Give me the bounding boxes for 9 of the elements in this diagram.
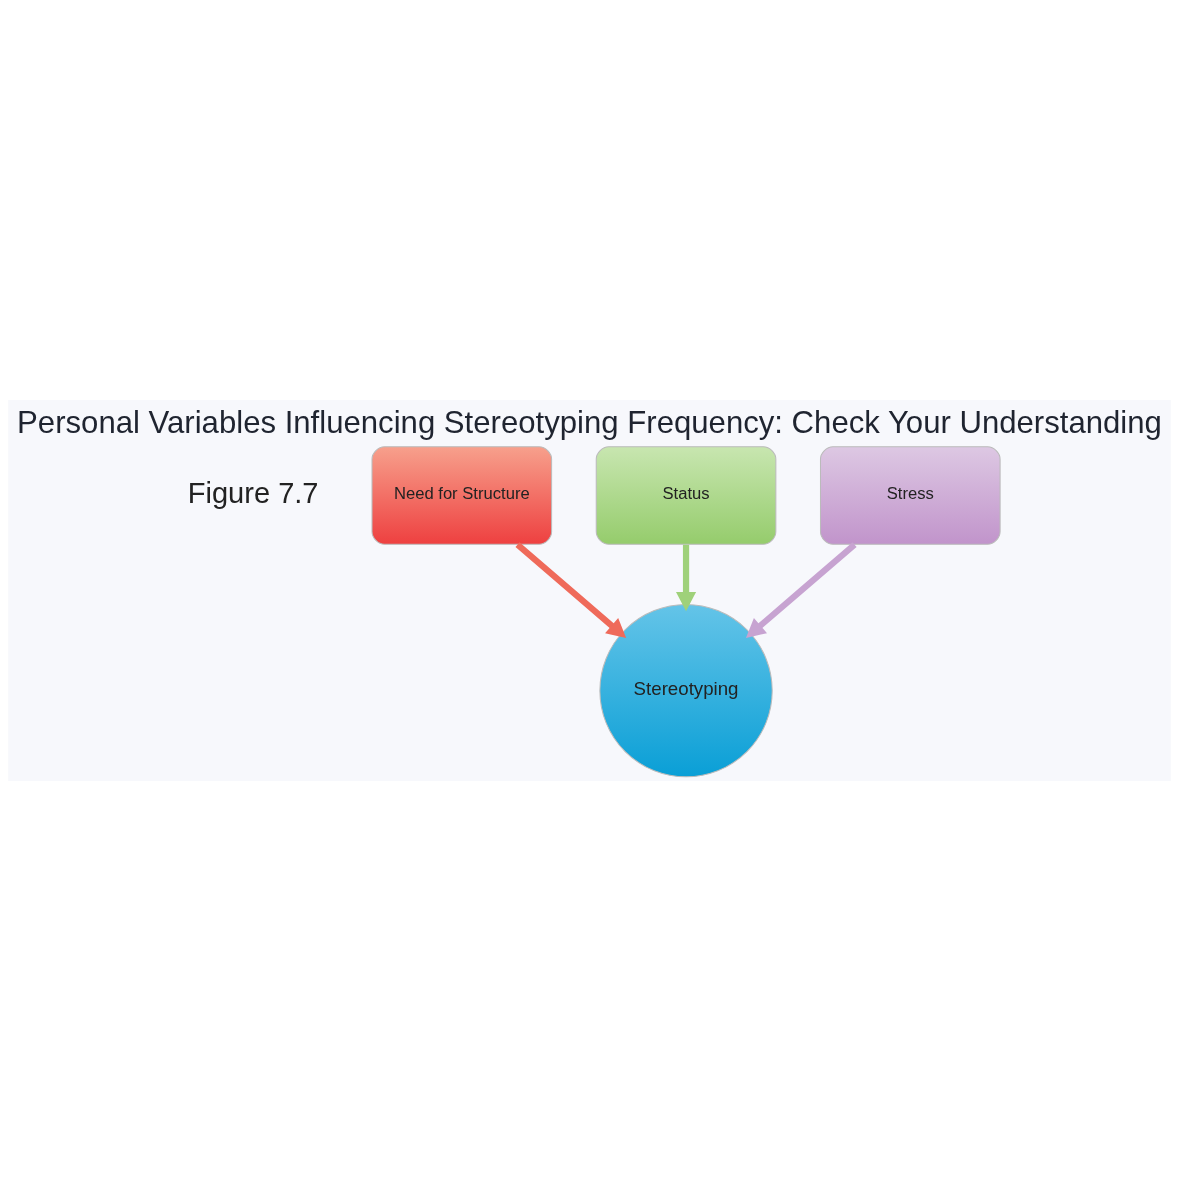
diagram-title: Personal Variables Influencing Stereotyping Frequency: Check Your Understanding xyxy=(17,404,1162,440)
node-box: Need for Structure xyxy=(371,445,553,545)
arrow xyxy=(745,541,857,638)
label: Figure 7.7 xyxy=(187,476,319,509)
node-box: Status xyxy=(595,445,777,545)
arrow xyxy=(676,544,697,611)
arrow xyxy=(515,541,627,638)
node-circle: Stereotyping xyxy=(599,603,773,777)
node-box: Stress xyxy=(819,445,1001,545)
